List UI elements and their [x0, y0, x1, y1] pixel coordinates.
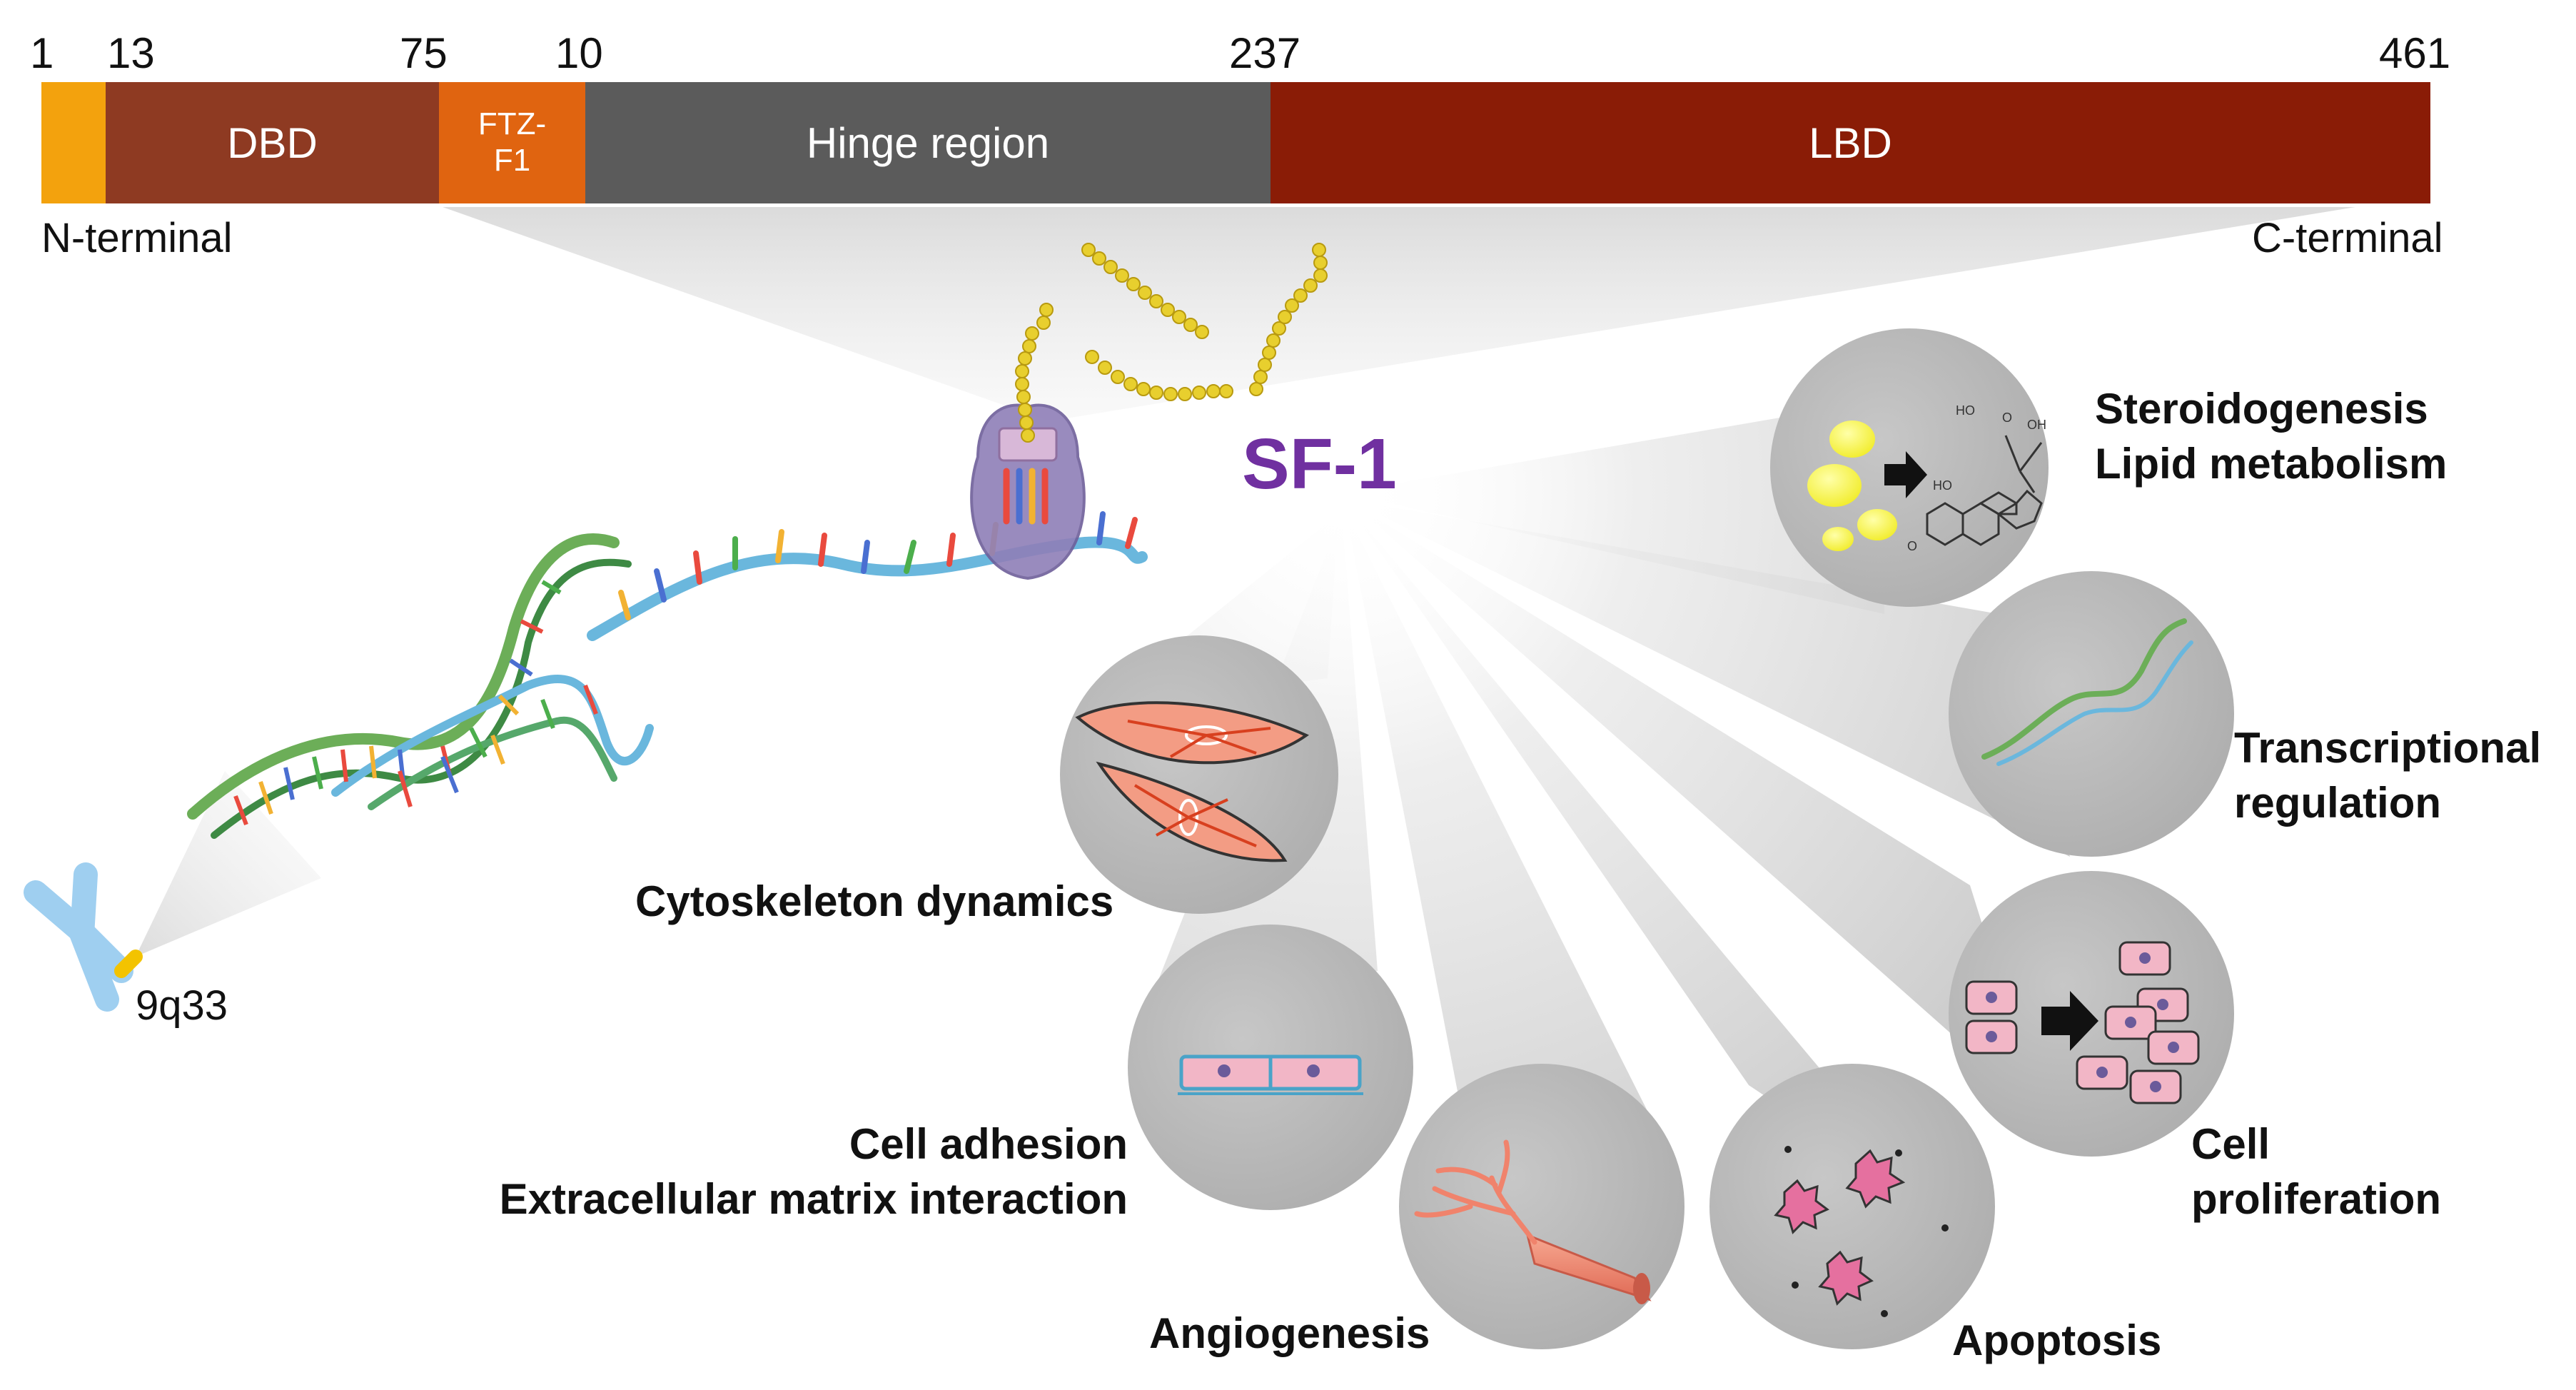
circle-angiogenesis: [1399, 1064, 1684, 1349]
c-terminal-label: C-terminal: [2252, 215, 2443, 261]
domain-n-terminal-segment: [41, 82, 106, 203]
atom-label: O: [2002, 411, 2013, 425]
blood-vessel-icon: [1414, 1139, 1652, 1304]
apoptotic-cell-icon: [1774, 1149, 1906, 1306]
steroid-structure-icon: [1926, 435, 2043, 546]
position-label: 461: [2379, 29, 2451, 77]
label-transcription: Transcriptional regulation: [2234, 724, 2542, 827]
label-proliferation: Cell proliferation: [2191, 1120, 2442, 1223]
cytoskeleton-cell-icon: [1075, 701, 1309, 862]
zoom-cone: [443, 207, 2355, 421]
dna-strand-bases: [618, 511, 1138, 620]
lipid-droplet-icon: [1807, 420, 1897, 551]
steroid-arrow-icon: [1884, 451, 1927, 498]
label-apoptosis: Apoptosis: [1952, 1316, 2162, 1364]
adhesion-cells-icon: [1178, 1054, 1363, 1095]
position-label: 237: [1229, 29, 1301, 77]
domain-dbd: DBD: [106, 82, 439, 203]
domain-hinge-region: Hinge region: [585, 82, 1271, 203]
atom-label: HO: [1933, 478, 1952, 493]
atom-label: HO: [1956, 403, 1975, 418]
label-angiogenesis: Angiogenesis: [1149, 1309, 1430, 1357]
domain-lbd: LBD: [1271, 82, 2430, 203]
circle-apoptosis: [1709, 1064, 1995, 1349]
position-label: 10: [555, 29, 603, 77]
label-cytoskeleton: Cytoskeleton dynamics: [635, 877, 1114, 925]
apoptotic-bodies: [1784, 1146, 1949, 1317]
label-adhesion: Cell adhesion Extracellular matrix inter…: [499, 1120, 1128, 1223]
chromosome-icon: [24, 862, 143, 1012]
proliferation-arrow-icon: [2041, 991, 2098, 1051]
cell-nuclei: [1986, 952, 2179, 1092]
domain-ftz-f1: FTZ- F1: [439, 82, 585, 203]
atom-label: O: [1907, 539, 1918, 553]
peptide-bead-chains: [1015, 243, 1328, 443]
dna-base-pairs: [233, 580, 598, 826]
circle-cytoskeleton: [1060, 635, 1338, 914]
dna-helix-icon: [187, 533, 654, 839]
function-beams: [1099, 400, 2070, 1214]
sf1-label: SF-1: [1242, 424, 1397, 504]
position-label: 1: [30, 29, 54, 77]
chromosome-locus-label: 9q33: [136, 982, 228, 1029]
dna-helix-small-icon: [1981, 618, 2193, 766]
label-steroidogenesis: Steroidogenesis Lipid metabolism: [2095, 385, 2448, 488]
protein-complex-icon: [970, 403, 1086, 580]
position-label: 75: [400, 29, 448, 77]
chromosome-zoom-cone: [136, 771, 321, 957]
position-label: 13: [107, 29, 155, 77]
atom-label: OH: [2027, 418, 2046, 432]
n-terminal-label: N-terminal: [41, 215, 233, 261]
